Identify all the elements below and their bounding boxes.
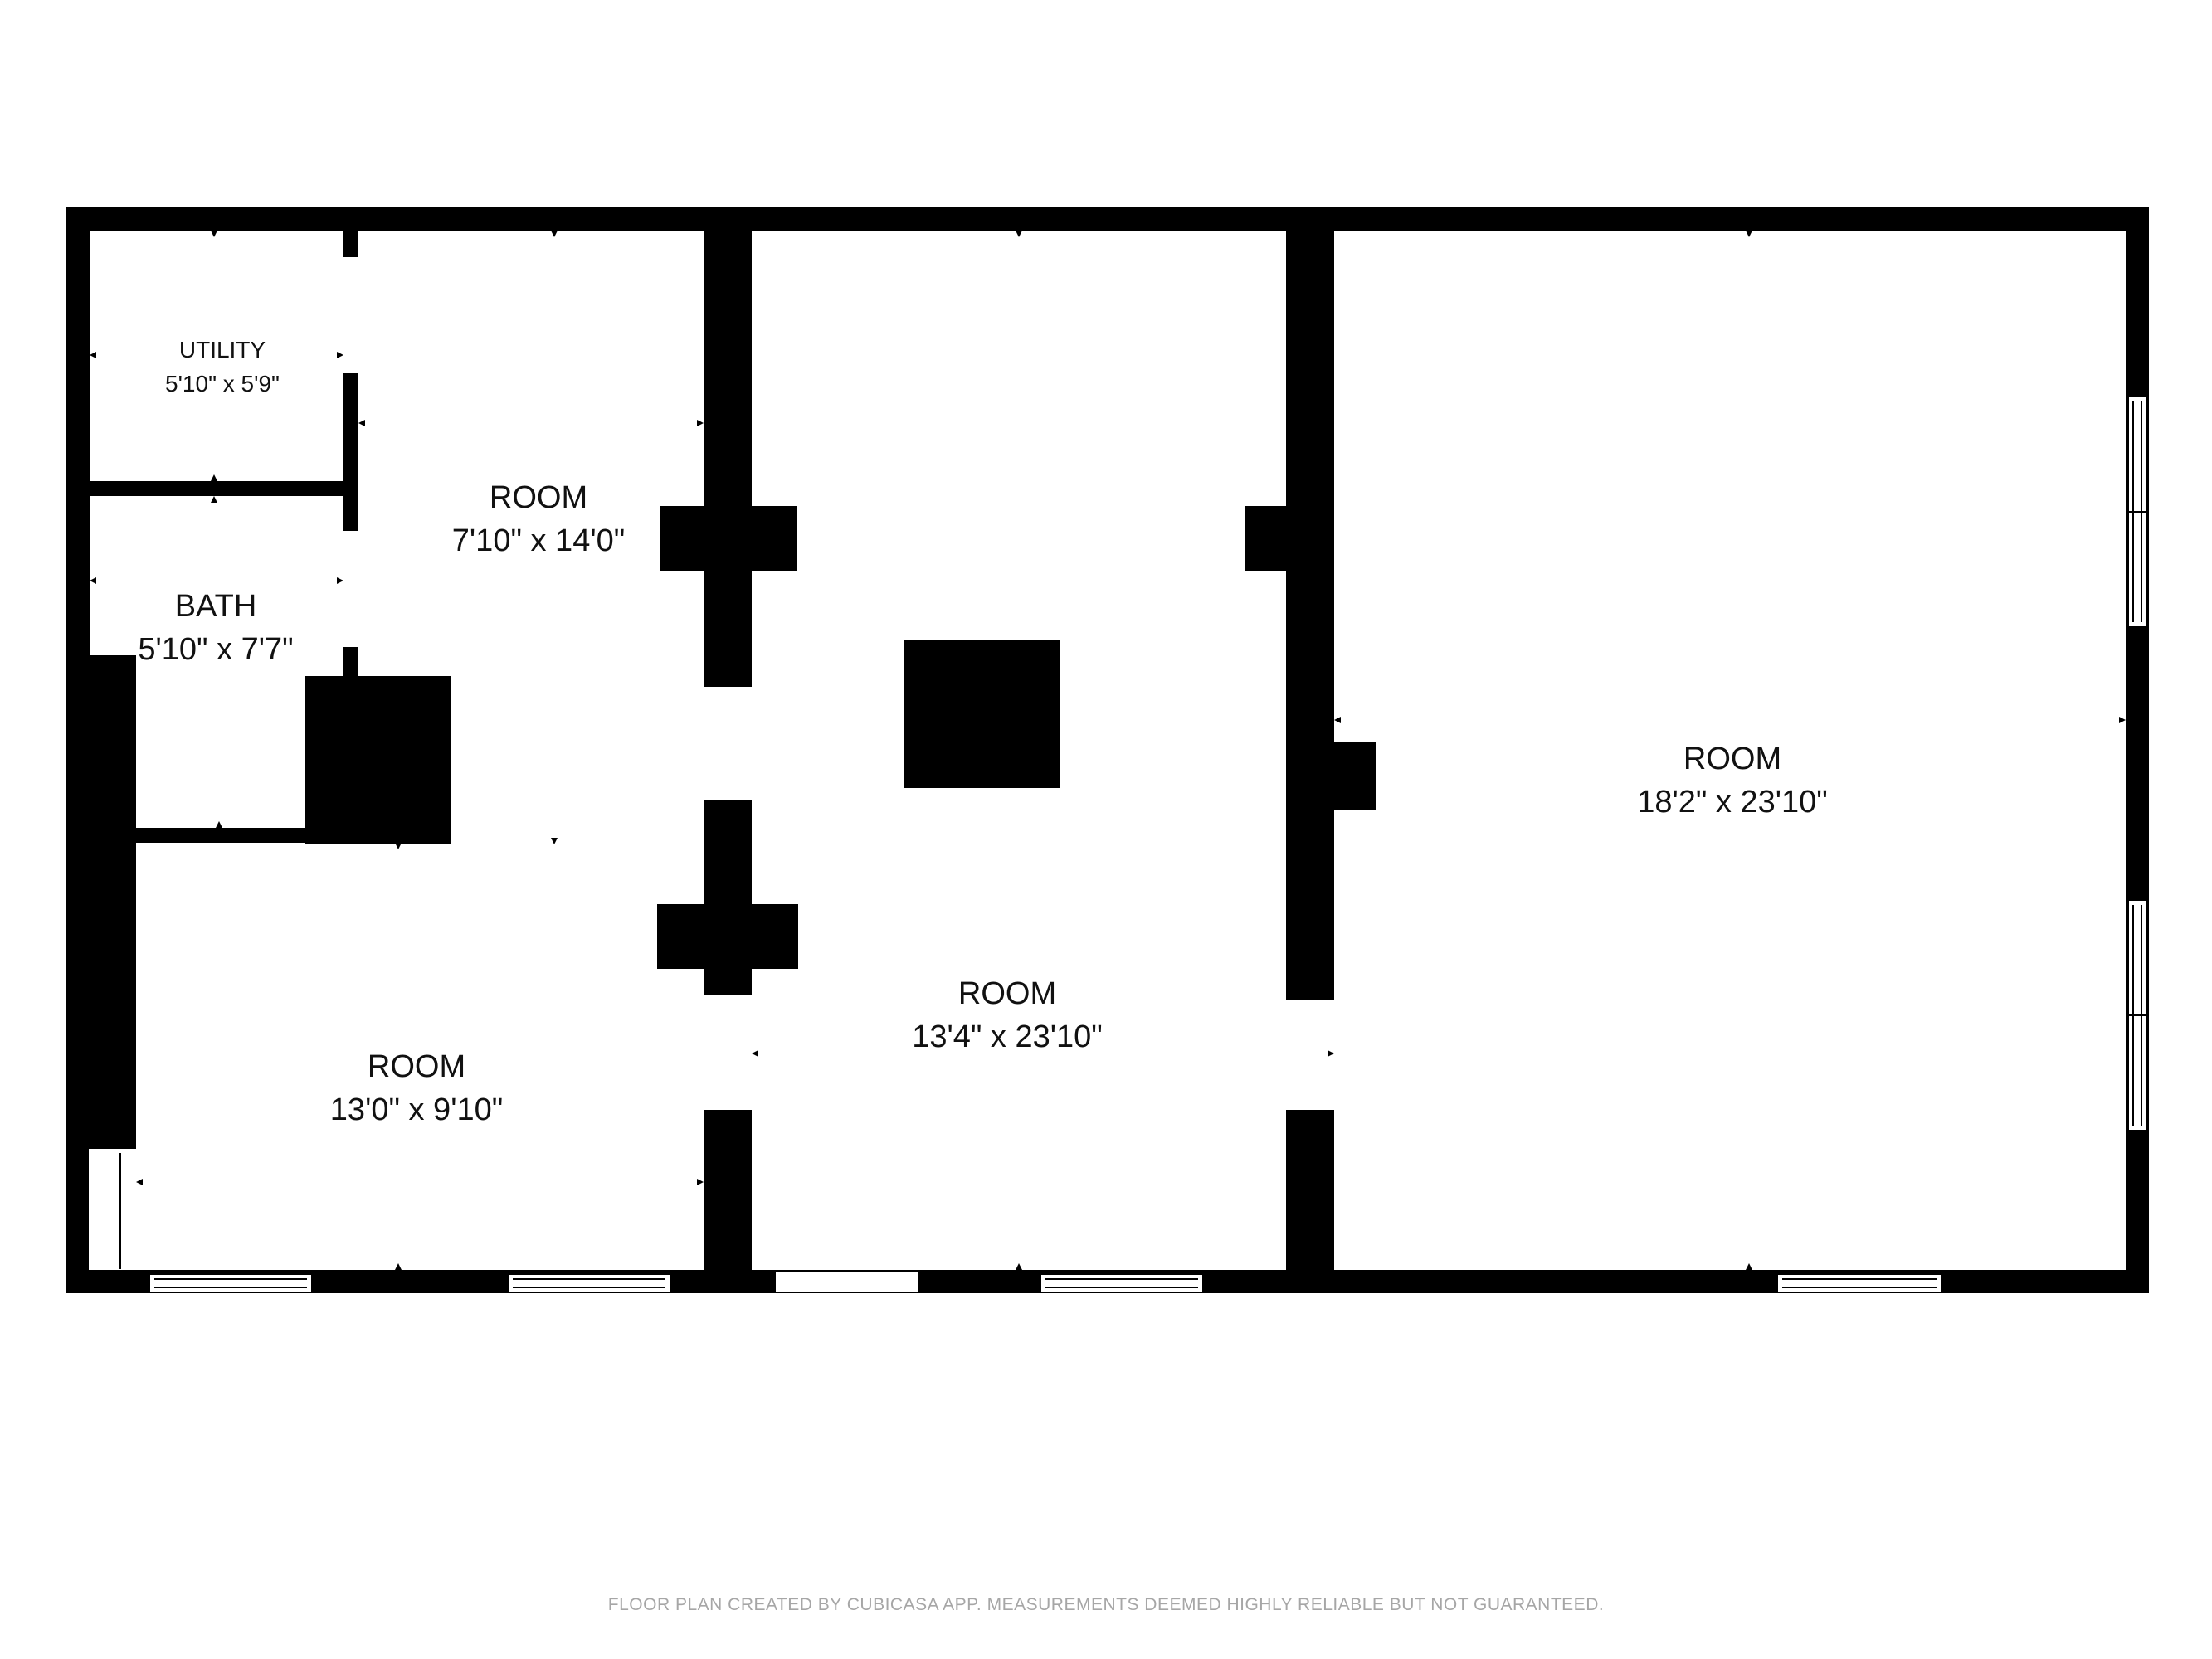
room-labels: UTILITY 5'10" x 5'9" BATH 5'10" x 7'7" R…: [138, 337, 1827, 1127]
dimension-marker: [752, 1050, 758, 1057]
dimension-marker: [358, 420, 365, 426]
dimension-marker: [395, 843, 402, 849]
room-name-bath: BATH: [175, 589, 257, 624]
dimension-marker: [211, 231, 217, 237]
exterior-wall-top: [66, 207, 2149, 231]
door-opening-bottom-center: [776, 1272, 918, 1292]
footer-disclaimer: FLOOR PLAN CREATED BY CUBICASA APP. MEAS…: [607, 1595, 1605, 1614]
wall-left-center-bottom: [704, 1110, 752, 1293]
dimension-marker: [337, 352, 343, 358]
room-name-upper-left: ROOM: [490, 480, 587, 515]
pilaster-right-room: [1330, 742, 1376, 810]
room-dims-utility: 5'10" x 5'9": [165, 371, 280, 397]
pilaster-center-right: [1245, 506, 1290, 571]
wall-utility-right-upper: [343, 231, 358, 257]
center-column-block: [904, 640, 1060, 788]
dimension-marker: [1746, 1263, 1752, 1270]
windows: [149, 396, 2147, 1293]
dimension-markers: [90, 231, 2126, 1270]
window-bottom-4: [1776, 1273, 1942, 1293]
dimension-marker: [90, 352, 96, 358]
interior-walls: [90, 207, 1376, 1293]
room-name-right: ROOM: [1683, 742, 1781, 776]
dimension-marker: [136, 1179, 143, 1185]
dimension-marker: [551, 231, 558, 237]
window-bottom-3: [1040, 1273, 1204, 1293]
dimension-marker: [90, 577, 96, 584]
exterior-openings: [89, 1149, 918, 1292]
wall-bath-right-lower: [343, 647, 358, 680]
dimension-marker: [551, 838, 558, 844]
room-dims-right: 18'2" x 23'10": [1637, 785, 1828, 820]
dimension-marker: [2119, 717, 2126, 723]
pilaster-left-lower: [657, 904, 798, 969]
dimension-marker: [337, 577, 343, 584]
wall-utility-bath: [90, 481, 347, 496]
room-dims-bath: 5'10" x 7'7": [138, 632, 293, 667]
exterior-wall-left: [66, 207, 90, 1293]
dimension-marker: [1746, 231, 1752, 237]
window-bottom-1: [149, 1273, 313, 1293]
window-right-2: [2127, 899, 2147, 1131]
pilaster-left-upper: [660, 506, 797, 571]
dimension-marker: [211, 474, 217, 481]
door-opening-left-lower-inner: [122, 1157, 134, 1265]
dimension-marker: [211, 496, 217, 503]
room-name-center: ROOM: [958, 976, 1056, 1011]
dimension-marker: [1334, 717, 1341, 723]
room-dims-lower-left: 13'0" x 9'10": [330, 1092, 503, 1127]
room-name-utility: UTILITY: [179, 337, 266, 362]
dimension-marker: [697, 420, 704, 426]
window-right-1: [2127, 396, 2147, 628]
dimension-marker: [395, 1263, 402, 1270]
window-bottom-2: [507, 1273, 671, 1293]
door-opening-left-lower: [89, 1149, 120, 1270]
dimension-marker: [1016, 231, 1022, 237]
dimension-marker: [697, 1179, 704, 1185]
dimension-marker: [1328, 1050, 1334, 1057]
room-dims-center: 13'4" x 23'10": [912, 1019, 1103, 1054]
room-dims-upper-left: 7'10" x 14'0": [452, 523, 625, 558]
chimney-block-left: [305, 676, 451, 844]
wall-center-right-top: [1286, 207, 1334, 1000]
dimension-marker: [216, 821, 222, 828]
wall-left-inner-thick: [90, 655, 136, 1149]
dimension-marker: [1016, 1263, 1022, 1270]
wall-center-right-bottom: [1286, 1110, 1334, 1293]
wall-left-center-top: [704, 207, 752, 687]
room-name-lower-left: ROOM: [368, 1049, 465, 1084]
wall-utility-right-mid: [343, 373, 358, 531]
